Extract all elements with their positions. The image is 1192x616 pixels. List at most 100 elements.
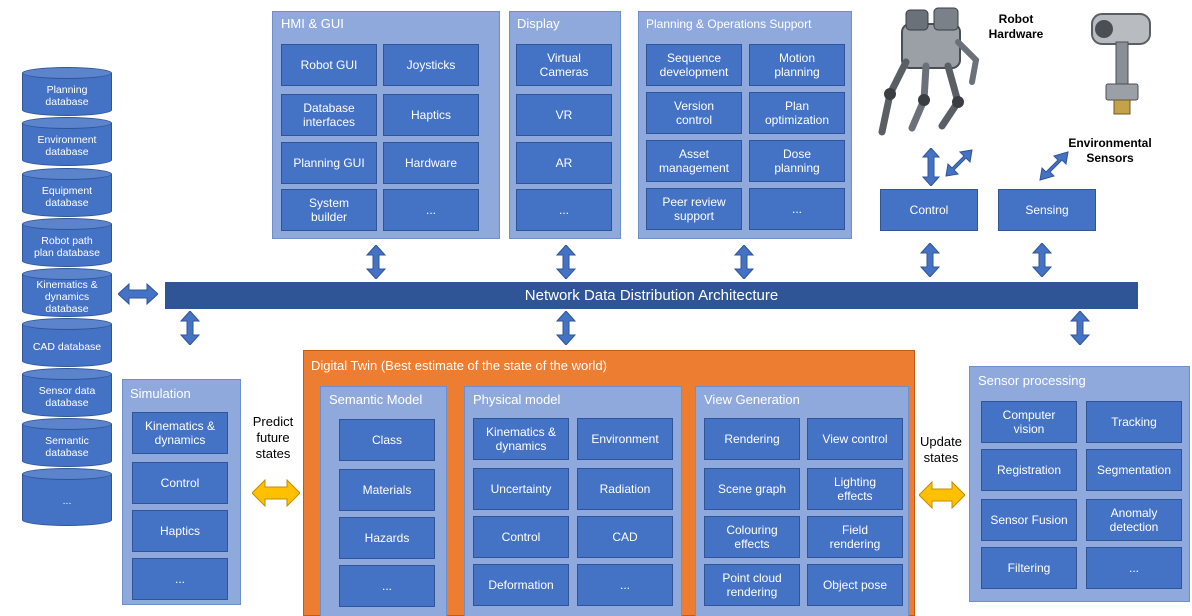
robot-hardware-image xyxy=(878,7,980,136)
dose-planning-button[interactable]: Dose planning xyxy=(749,140,845,182)
sim-haptics-button[interactable]: Haptics xyxy=(132,510,228,552)
planning-gui-button[interactable]: Planning GUI xyxy=(281,142,377,184)
sensor-data-database[interactable]: Sensor data database xyxy=(22,368,112,417)
equipment-database[interactable]: Equipment database xyxy=(22,168,112,217)
hmi-gui-panel: HMI & GUI Robot GUI Joysticks Database i… xyxy=(272,11,500,239)
physical-more-button[interactable]: ... xyxy=(577,564,673,606)
sequence-development-button[interactable]: Sequence development xyxy=(646,44,742,86)
semantic-model-panel: Semantic Model Class Materials Hazards .… xyxy=(320,386,447,616)
registration-button[interactable]: Registration xyxy=(981,449,1077,491)
hmi-gui-title: HMI & GUI xyxy=(281,16,344,31)
lighting-effects-button[interactable]: Lighting effects xyxy=(807,468,903,510)
hardware-button[interactable]: Hardware xyxy=(383,142,479,184)
display-title: Display xyxy=(517,16,560,31)
computer-vision-button[interactable]: Computer vision xyxy=(981,401,1077,443)
robot-gui-button[interactable]: Robot GUI xyxy=(281,44,377,86)
planning-operations-panel: Planning & Operations Support Sequence d… xyxy=(638,11,852,239)
predict-yellow-arrow xyxy=(252,479,300,507)
peer-review-support-button[interactable]: Peer review support xyxy=(646,188,742,230)
sensing-bus-arrow xyxy=(1032,243,1052,277)
physical-model-panel: Physical model Kinematics & dynamics Env… xyxy=(464,386,682,616)
version-control-button[interactable]: Version control xyxy=(646,92,742,134)
class-button[interactable]: Class xyxy=(339,419,435,461)
planning-more-button[interactable]: ... xyxy=(749,188,845,230)
twin-bus-arrow xyxy=(556,311,576,345)
planning-bus-arrow xyxy=(734,245,754,279)
environmental-sensors-label: Environmental Sensors xyxy=(1068,136,1152,165)
field-rendering-button[interactable]: Field rendering xyxy=(807,516,903,558)
hmi-bus-arrow xyxy=(366,245,386,279)
sensing-box[interactable]: Sensing xyxy=(998,189,1096,231)
radiation-button[interactable]: Radiation xyxy=(577,468,673,510)
digital-twin-panel: Digital Twin (Best estimate of the state… xyxy=(303,350,915,616)
environment-database[interactable]: Environment database xyxy=(22,117,112,166)
display-bus-arrow xyxy=(556,245,576,279)
kinematics-dynamics-database[interactable]: Kinematics & dynamics database xyxy=(22,268,112,317)
semantic-database[interactable]: Semantic database xyxy=(22,418,112,467)
asset-management-button[interactable]: Asset management xyxy=(646,140,742,182)
uncertainty-button[interactable]: Uncertainty xyxy=(473,468,569,510)
object-pose-button[interactable]: Object pose xyxy=(807,564,903,606)
joysticks-button[interactable]: Joysticks xyxy=(383,44,479,86)
phys-control-button[interactable]: Control xyxy=(473,516,569,558)
cad-button[interactable]: CAD xyxy=(577,516,673,558)
more-databases[interactable]: ... xyxy=(22,468,112,526)
display-more-button[interactable]: ... xyxy=(516,189,612,231)
sensor-fusion-button[interactable]: Sensor Fusion xyxy=(981,499,1077,541)
scene-graph-button[interactable]: Scene graph xyxy=(704,468,800,510)
sensor-processing-panel: Sensor processing Computer vision Tracki… xyxy=(969,366,1190,602)
planning-operations-title: Planning & Operations Support xyxy=(646,17,812,31)
view-generation-title: View Generation xyxy=(704,392,800,407)
physical-model-title: Physical model xyxy=(473,392,561,407)
semantic-model-title: Semantic Model xyxy=(329,392,423,407)
ar-button[interactable]: AR xyxy=(516,142,612,184)
motion-planning-button[interactable]: Motion planning xyxy=(749,44,845,86)
view-generation-panel: View Generation Rendering View control S… xyxy=(695,386,909,616)
haptics-button[interactable]: Haptics xyxy=(383,94,479,136)
hazards-button[interactable]: Hazards xyxy=(339,517,435,559)
sensor-processing-bus-arrow xyxy=(1070,311,1090,345)
semantic-more-button[interactable]: ... xyxy=(339,565,435,607)
update-states-label: Update states xyxy=(920,434,962,465)
simulation-bus-arrow xyxy=(180,311,200,345)
simulation-panel: Simulation Kinematics & dynamics Control… xyxy=(122,379,241,605)
database-bus-arrow xyxy=(118,283,158,305)
control-bus-arrow xyxy=(920,243,940,277)
tracking-button[interactable]: Tracking xyxy=(1086,401,1182,443)
digital-twin-title: Digital Twin (Best estimate of the state… xyxy=(311,358,608,373)
simulation-title: Simulation xyxy=(130,386,191,401)
materials-button[interactable]: Materials xyxy=(339,469,435,511)
predict-future-states-label: Predict future states xyxy=(252,414,294,461)
system-builder-button[interactable]: System builder xyxy=(281,189,377,231)
robot-hardware-label: Robot Hardware xyxy=(988,12,1044,41)
update-yellow-arrow xyxy=(919,481,965,509)
control-box[interactable]: Control xyxy=(880,189,978,231)
vr-button[interactable]: VR xyxy=(516,94,612,136)
environmental-sensor-image xyxy=(1091,13,1151,115)
planning-database[interactable]: Planning database xyxy=(22,67,112,116)
database-interfaces-button[interactable]: Database interfaces xyxy=(281,94,377,136)
robot-hardware-arrows xyxy=(921,148,973,186)
filtering-button[interactable]: Filtering xyxy=(981,547,1077,589)
sim-more-button[interactable]: ... xyxy=(132,558,228,600)
sim-kinematics-button[interactable]: Kinematics & dynamics xyxy=(132,412,228,454)
segmentation-button[interactable]: Segmentation xyxy=(1086,449,1182,491)
deformation-button[interactable]: Deformation xyxy=(473,564,569,606)
phys-kinematics-button[interactable]: Kinematics & dynamics xyxy=(473,418,569,460)
sensor-processing-title: Sensor processing xyxy=(978,373,1086,388)
virtual-cameras-button[interactable]: Virtual Cameras xyxy=(516,44,612,86)
cad-database[interactable]: CAD database xyxy=(22,318,112,367)
environment-button[interactable]: Environment xyxy=(577,418,673,460)
anomaly-detection-button[interactable]: Anomaly detection xyxy=(1086,499,1182,541)
rendering-button[interactable]: Rendering xyxy=(704,418,800,460)
environmental-sensors-arrow xyxy=(1039,151,1069,181)
plan-optimization-button[interactable]: Plan optimization xyxy=(749,92,845,134)
sensor-more-button[interactable]: ... xyxy=(1086,547,1182,589)
view-control-button[interactable]: View control xyxy=(807,418,903,460)
colouring-effects-button[interactable]: Colouring effects xyxy=(704,516,800,558)
display-panel: Display Virtual Cameras VR AR ... xyxy=(509,11,621,239)
hmi-more-button[interactable]: ... xyxy=(383,189,479,231)
sim-control-button[interactable]: Control xyxy=(132,462,228,504)
point-cloud-rendering-button[interactable]: Point cloud rendering xyxy=(704,564,800,606)
robot-path-plan-database[interactable]: Robot path plan database xyxy=(22,218,112,267)
